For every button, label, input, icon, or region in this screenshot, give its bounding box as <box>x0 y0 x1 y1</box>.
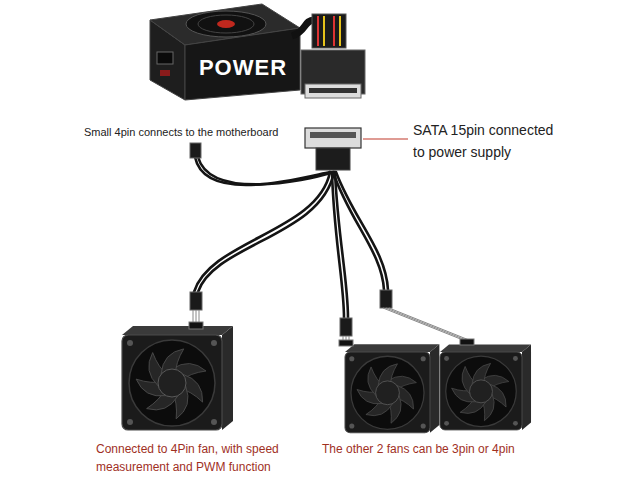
power-supply-panel: POWER <box>197 53 290 83</box>
fan-header <box>339 340 353 346</box>
fan <box>122 326 233 430</box>
sata-male-contacts <box>310 132 356 138</box>
wire <box>195 157 330 185</box>
splitter-wires <box>194 157 388 318</box>
fan-header <box>189 322 203 329</box>
molex-connector <box>312 14 346 48</box>
wire-stripe <box>323 16 325 46</box>
note-text: Small 4pin connects to the motherboard <box>84 125 278 139</box>
fan-plug <box>340 318 352 336</box>
motherboard-connector <box>190 143 201 158</box>
psu-cable <box>292 20 314 36</box>
wire-stripe <box>339 16 341 46</box>
lead <box>386 308 466 340</box>
note-text: The other 2 fans can be 3pin or 4pin <box>322 440 515 458</box>
psu-fan-grille <box>186 11 266 37</box>
brand-text: POWER <box>199 55 288 80</box>
sata-female-pins <box>309 88 357 93</box>
wire <box>336 172 388 290</box>
fan-plug <box>190 292 202 310</box>
psu-front <box>185 28 300 100</box>
lead <box>383 308 463 340</box>
sata-male-plug <box>305 128 361 148</box>
note-text: Connected to 4Pin fan, with speed measur… <box>96 440 311 476</box>
fan-plug <box>380 290 392 308</box>
fan-leads <box>193 308 469 341</box>
fan-header <box>460 339 474 345</box>
psu-fan-badge <box>217 20 235 28</box>
wire <box>198 157 334 184</box>
fan <box>345 344 439 432</box>
wire-stripe <box>333 16 335 46</box>
wire-stripe <box>317 16 319 46</box>
callout-text: SATA 15pin connected to power supply <box>413 120 568 163</box>
sata-plug-body <box>316 148 350 170</box>
wire <box>333 172 384 290</box>
lead <box>389 308 469 340</box>
sata-female-slot <box>305 84 361 98</box>
psu-socket <box>157 52 173 64</box>
fan <box>440 345 531 430</box>
psu-switch <box>160 70 170 76</box>
wire <box>198 172 334 292</box>
leader-line <box>363 138 408 139</box>
wire <box>194 172 330 292</box>
psu-fan-grille <box>198 15 254 33</box>
